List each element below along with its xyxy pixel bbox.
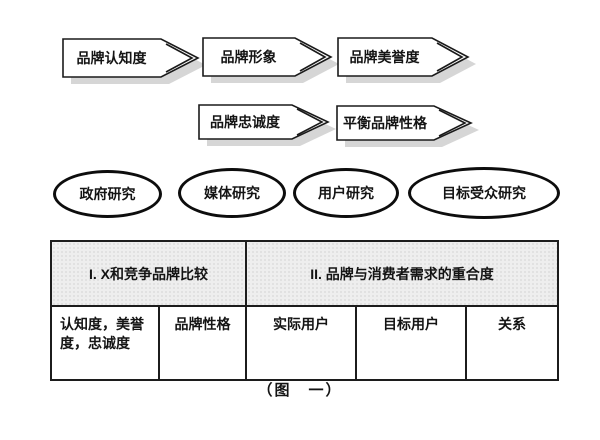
table-cell-awareness-reputation-loyalty: 认知度，美誉度，忠诚度 — [50, 305, 160, 381]
arrow-shape — [202, 37, 333, 77]
flow-arrow-brand-image: 品牌形象 — [202, 37, 346, 89]
flow-arrow-brand-awareness: 品牌认知度 — [62, 38, 212, 90]
table-cell-brand-character: 品牌性格 — [157, 305, 248, 381]
flow-arrow-brand-loyalty: 品牌忠诚度 — [198, 104, 343, 152]
chevron-right-icon — [165, 43, 194, 73]
arrow-pentagon-graphic — [62, 38, 206, 84]
figure-caption: （图 一） — [257, 382, 343, 399]
ellipse-label: 用户研究 — [318, 185, 374, 201]
arrow-pentagon-graphic — [202, 37, 339, 83]
research-ellipse-target-audience: 目标受众研究 — [408, 167, 560, 219]
ellipse-label: 目标受众研究 — [442, 185, 526, 201]
ellipse-label: 政府研究 — [79, 186, 136, 202]
research-ellipse-user: 用户研究 — [293, 168, 399, 218]
table-header-row: I. X和竞争品牌比较 II. 品牌与消费者需求的重合度 — [49, 240, 560, 307]
chevron-right-icon — [436, 42, 464, 72]
flow-arrow-label: 品牌认知度 — [76, 50, 147, 66]
table-header-cell-overlap: II. 品牌与消费者需求的重合度 — [245, 240, 560, 307]
arrow-pentagon-graphic — [336, 105, 479, 147]
comparison-table: I. X和竞争品牌比较 II. 品牌与消费者需求的重合度 认知度，美誉度，忠诚度… — [49, 240, 560, 381]
table-cell-target-users: 目标用户 — [355, 305, 468, 381]
flow-arrow-label: 品牌美誉度 — [349, 49, 420, 65]
arrow-pentagon-graphic — [198, 104, 336, 146]
table-cell-actual-users: 实际用户 — [245, 305, 358, 381]
arrow-shape — [337, 37, 470, 77]
flow-arrow-label: 品牌忠诚度 — [210, 114, 280, 130]
table-header-cell-compare: I. X和竞争品牌比较 — [49, 240, 248, 307]
flow-arrow-brand-reputation: 品牌美誉度 — [337, 37, 483, 89]
arrow-shape — [336, 105, 473, 141]
flow-arrow-balanced-brand-character: 平衡品牌性格 — [336, 105, 486, 153]
chevron-right-icon — [299, 42, 327, 72]
table-body-row: 认知度，美誉度，忠诚度 品牌性格 实际用户 目标用户 关系 — [50, 305, 560, 381]
arrow-shape — [198, 104, 330, 140]
arrow-pentagon-graphic — [337, 37, 476, 83]
chevron-right-icon — [296, 108, 324, 136]
chevron-right-icon — [438, 109, 467, 137]
table-cell-relationship: 关系 — [465, 305, 560, 381]
flow-arrow-label: 平衡品牌性格 — [343, 115, 427, 131]
research-ellipse-government: 政府研究 — [53, 170, 162, 218]
arrow-shape — [62, 38, 200, 78]
research-ellipse-media: 媒体研究 — [178, 168, 286, 218]
ellipse-label: 媒体研究 — [204, 185, 260, 201]
flow-arrow-label: 品牌形象 — [220, 49, 277, 65]
